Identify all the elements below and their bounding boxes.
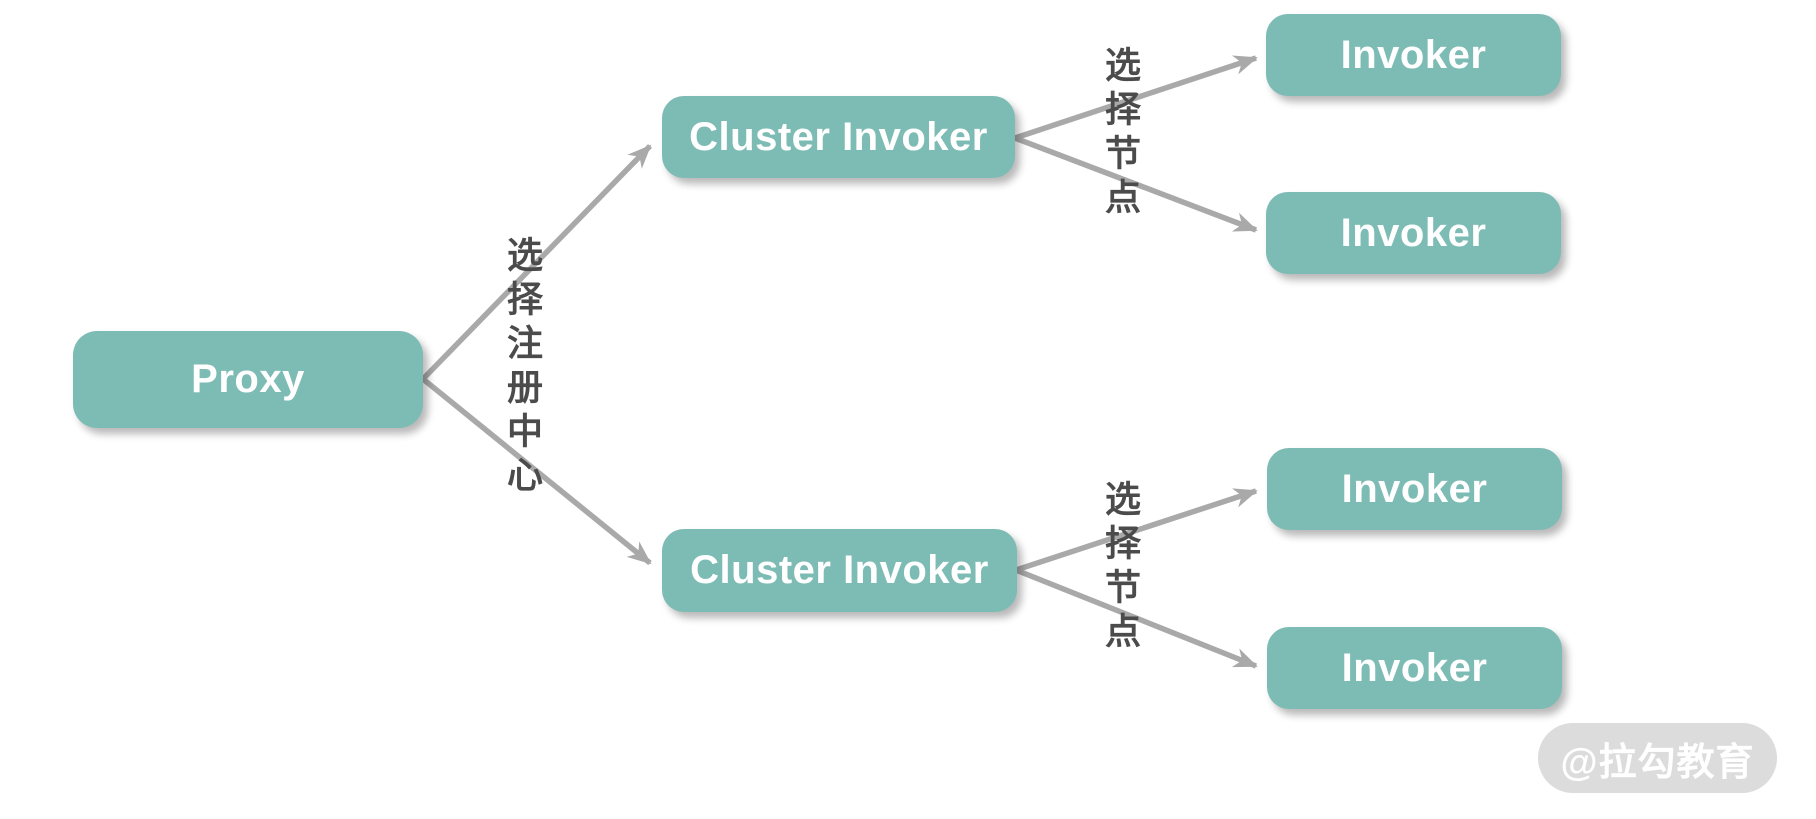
node-invoker-3-label: Invoker [1341,466,1488,511]
edge-label-select-node-top: 选择节点 [1100,46,1141,222]
node-invoker-2-label: Invoker [1340,210,1487,255]
node-invoker-4-label: Invoker [1341,645,1488,690]
node-proxy-label: Proxy [191,357,305,401]
node-invoker-1-label: Invoker [1340,32,1487,77]
edge-proxy-to-cluster-bottom [421,376,652,566]
edge-label-select-registry: 选择注册中心 [502,236,543,500]
node-invoker-1: Invoker [1266,14,1561,96]
node-invoker-2: Invoker [1266,192,1561,274]
node-cluster-invoker-bottom: Cluster Invoker [662,529,1017,612]
edge-cluster-top-to-invoker-1 [1014,55,1258,141]
edge-cluster-top-to-invoker-2 [1014,135,1258,233]
node-cluster-invoker-top: Cluster Invoker [662,96,1015,178]
edge-proxy-to-cluster-top [421,144,652,381]
edge-label-select-node-bottom: 选择节点 [1100,480,1141,656]
node-invoker-3: Invoker [1267,448,1562,530]
node-cluster-invoker-top-label: Cluster Invoker [689,114,988,159]
node-cluster-invoker-bottom-label: Cluster Invoker [690,548,989,592]
edge-cluster-bottom-to-invoker-4 [1014,567,1258,669]
watermark-badge: @拉勾教育 [1538,723,1777,793]
edge-cluster-bottom-to-invoker-3 [1015,488,1258,573]
node-invoker-4: Invoker [1267,627,1562,709]
watermark-text: @拉勾教育 [1560,741,1755,784]
node-proxy: Proxy [73,331,423,428]
